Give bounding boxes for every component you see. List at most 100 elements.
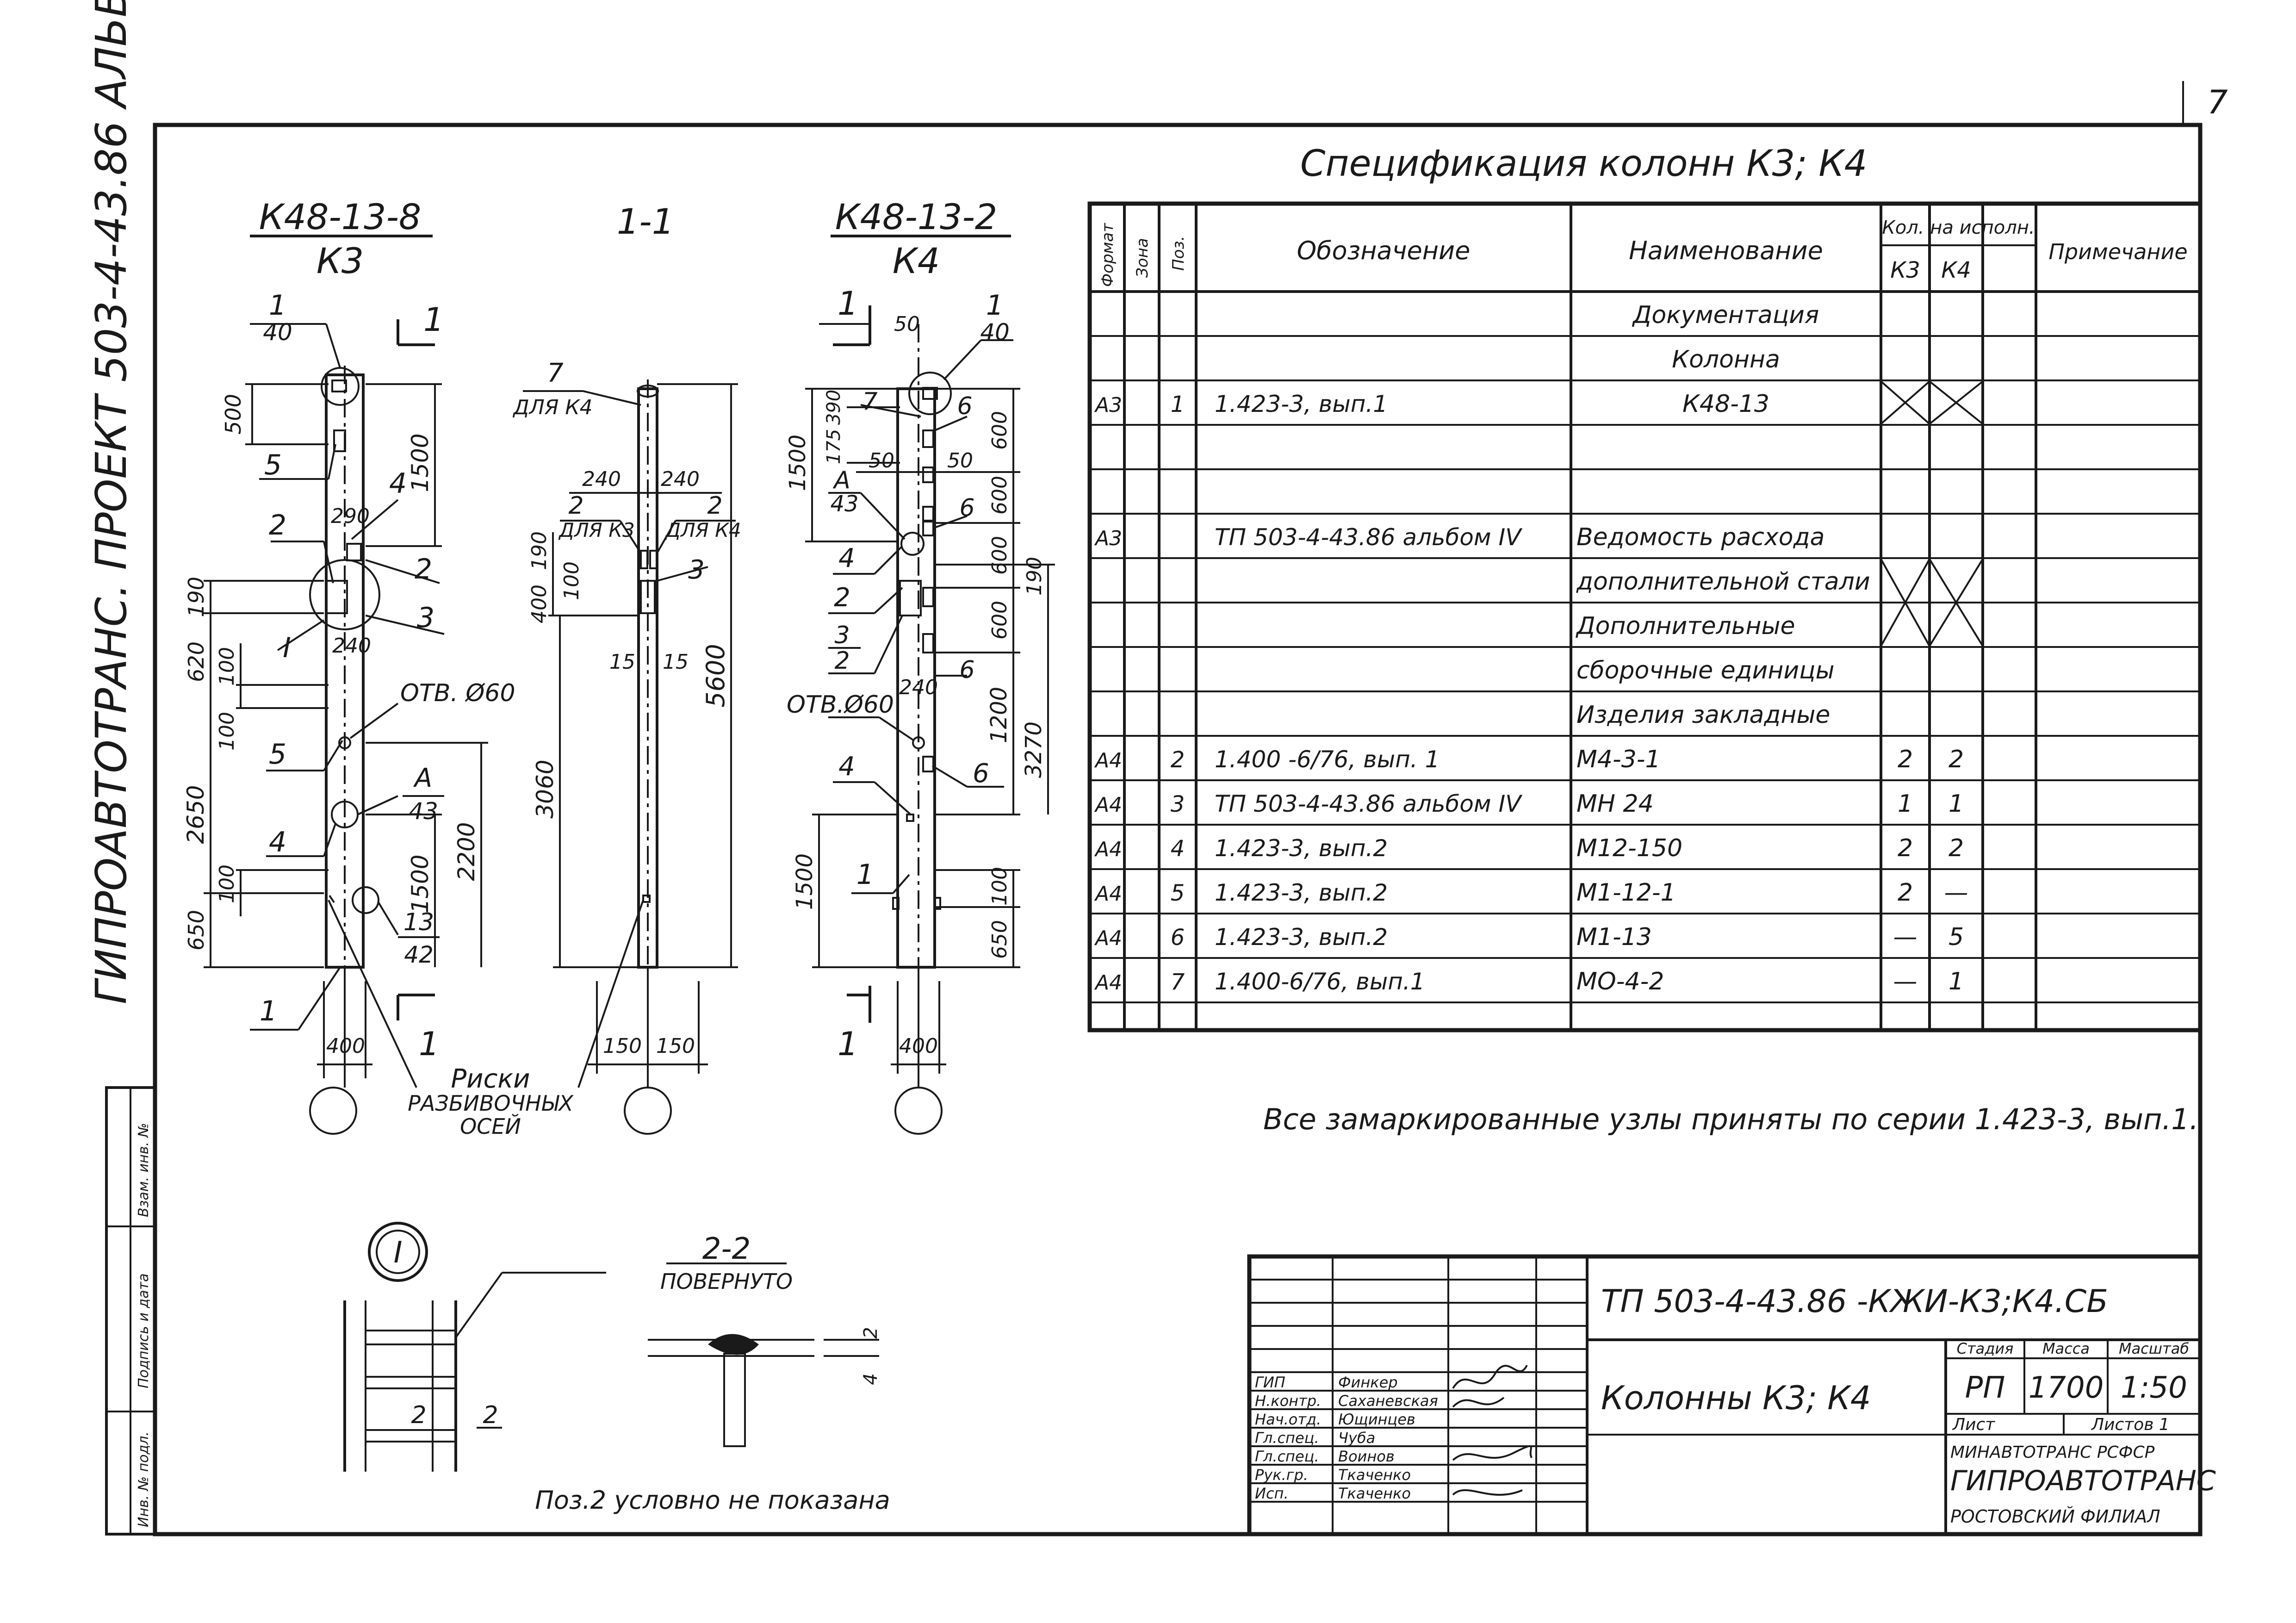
detail-label-2a: 2 xyxy=(411,1401,426,1429)
k4-dim-100: 100 xyxy=(988,867,1011,906)
title-sheets-label: Листов 1 xyxy=(2091,1415,2170,1434)
s11-dim-190: 190 xyxy=(527,531,551,570)
view-k3: К48-13-8 К3 1 40 1 5 2 xyxy=(182,196,574,1139)
signer-role: Гл.спец. xyxy=(1255,1429,1319,1447)
k3-label-3: 3 xyxy=(417,602,434,634)
title-stage: РП xyxy=(1965,1371,2005,1405)
signer-row: Рук.гр.Ткаченко xyxy=(1255,1466,1411,1484)
k4-label-A: А xyxy=(832,466,850,494)
k4-dim-600d: 600 xyxy=(988,601,1011,640)
spec-cell-pos: 6 xyxy=(1171,925,1185,951)
title-block: ТП 503-4-43.86 -КЖИ-К3;К4.СБ Колонны К3;… xyxy=(1247,1254,2216,1536)
k3-label-A: А xyxy=(413,763,432,793)
k4-label-6c: 6 xyxy=(959,656,974,684)
title-mass: 1700 xyxy=(2029,1371,2104,1405)
k3-label-2a: 2 xyxy=(269,509,286,541)
k3-label-I: I xyxy=(283,632,291,664)
general-note: Все замаркированные узлы приняты по сери… xyxy=(1263,1102,2198,1136)
s11-label-7: 7 xyxy=(547,358,564,388)
k3-dim-2200: 2200 xyxy=(453,822,480,881)
k4-dim-50-top: 50 xyxy=(894,312,920,336)
spec-cell-format: А3 xyxy=(1094,527,1122,550)
spec-cell-pos: 5 xyxy=(1171,880,1185,906)
k3-label-4a: 4 xyxy=(389,467,407,500)
spec-header-zone: Зона xyxy=(1133,238,1152,278)
s11-dla-k3: ДЛЯ К3 xyxy=(558,519,634,541)
title-scale: 1:50 xyxy=(2121,1371,2187,1405)
spec-row: Документация xyxy=(1632,301,1819,329)
spec-header-name: Наименование xyxy=(1629,236,1823,265)
riski-1: Риски xyxy=(451,1064,530,1094)
k3-dim-240: 240 xyxy=(332,634,371,658)
riski-2: РАЗБИВОЧНЫХ xyxy=(408,1091,574,1116)
spec-cell-format: А4 xyxy=(1094,749,1122,772)
k4-dim-600a: 600 xyxy=(988,411,1011,450)
section-11-title: 1-1 xyxy=(617,201,674,242)
k4-label-40-top: 40 xyxy=(980,319,1010,346)
title-sheet-label: Лист xyxy=(1952,1415,1995,1434)
k4-dim-175: 175 xyxy=(823,429,844,464)
spec-cell-name: Документация xyxy=(1632,301,1819,329)
stamp-inv-orig: Инв. № подл. xyxy=(136,1431,152,1527)
spec-row: сборочные единицы xyxy=(1576,657,1835,684)
k3-label-5b: 5 xyxy=(269,738,286,771)
k4-label-43: 43 xyxy=(830,491,858,517)
spec-title: Спецификация колонн К3; К4 xyxy=(1300,143,1867,185)
detail-footnote: Поз.2 условно не показана xyxy=(535,1486,890,1515)
spec-cell-designation: 1.423-3, вып.2 xyxy=(1215,924,1388,951)
spec-header-designation: Обозначение xyxy=(1297,236,1471,265)
spec-row: дополнительной стали xyxy=(1576,568,1870,596)
signer-name: Ющинцев xyxy=(1338,1411,1415,1428)
signer-row: Н.контр.Саханевская xyxy=(1255,1392,1438,1410)
k4-cut-1-top: 1 xyxy=(838,285,858,323)
k3-name: К3 xyxy=(316,240,364,281)
spec-cell-pos: 4 xyxy=(1171,836,1185,862)
k3-dim-1500a: 1500 xyxy=(407,433,434,492)
spec-cell-format: А4 xyxy=(1094,927,1122,950)
title-scale-label: Масштаб xyxy=(2119,1340,2189,1357)
k4-label-4b: 4 xyxy=(838,752,855,782)
spec-cell-format: А4 xyxy=(1094,882,1122,906)
k3-cut-1-top: 1 xyxy=(423,301,444,339)
detail-callout-I: I xyxy=(394,1236,403,1270)
spec-cell-format: А4 xyxy=(1094,971,1122,995)
s11-dim-3060: 3060 xyxy=(532,759,558,818)
spec-cell-pos: 7 xyxy=(1171,969,1185,995)
title-org2: ГИПРОАВТОТРАНС xyxy=(1950,1465,2216,1497)
section-22-title: 2-2 xyxy=(702,1232,751,1266)
signer-role: Нач.отд. xyxy=(1255,1411,1321,1428)
k3-dim-620: 620 xyxy=(184,641,209,682)
signer-row: Гл.спец.Чуба xyxy=(1255,1429,1375,1447)
k3-cut-1-bottom: 1 xyxy=(419,1025,440,1063)
title-drawing-name: Колонны К3; К4 xyxy=(1601,1379,1871,1417)
s11-dim-100: 100 xyxy=(560,561,583,600)
k4-column-body xyxy=(896,387,936,969)
spec-cell-k4: 2 xyxy=(1948,746,1964,773)
k4-dim-1500a: 1500 xyxy=(785,435,811,491)
s11-dim-15b: 15 xyxy=(663,650,689,674)
stamp-inv-replace: Взам. инв. № xyxy=(136,1123,152,1217)
signer-role: Рук.гр. xyxy=(1255,1466,1308,1484)
spec-cell-k4: 5 xyxy=(1948,923,1964,951)
signer-role: Исп. xyxy=(1255,1485,1289,1502)
k3-dim-100b: 100 xyxy=(215,712,239,751)
k4-label-4a: 4 xyxy=(838,543,855,573)
k4-dim-240: 240 xyxy=(899,676,938,699)
spec-cell-name: сборочные единицы xyxy=(1576,657,1835,684)
spec-cell-designation: ТП 503-4-43.86 альбом IV xyxy=(1215,790,1523,817)
spec-cell-k4: 1 xyxy=(1948,968,1964,995)
spec-cell-name: М1-12-1 xyxy=(1576,879,1676,907)
title-stage-label: Стадия xyxy=(1957,1340,2014,1357)
signer-role: Н.контр. xyxy=(1255,1392,1321,1410)
left-margin-title: ГИПРОАВТОТРАНС. ПРОЕКТ 503-4-43.86 АЛЬБО… xyxy=(87,0,136,1004)
k3-label-1-bottom: 1 xyxy=(260,995,277,1027)
spec-cell-format: А3 xyxy=(1094,393,1122,417)
signer-role: ГИП xyxy=(1255,1374,1285,1391)
spec-row: Изделия закладные xyxy=(1576,701,1830,729)
